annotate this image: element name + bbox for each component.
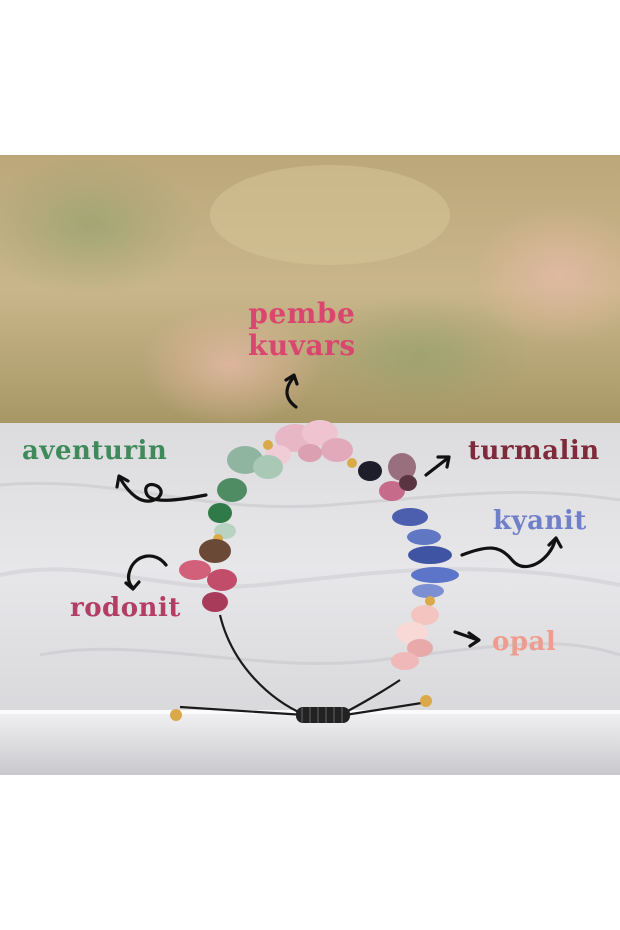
opal-stones <box>391 605 439 670</box>
turmalin-stones <box>358 453 417 501</box>
arrow-turmalin <box>424 456 450 477</box>
bracelet-stones <box>179 420 459 670</box>
bracelet-cord <box>179 602 429 717</box>
aventurin-stones <box>208 446 283 539</box>
arrow-kyanit <box>460 538 557 569</box>
gold-bead <box>170 709 182 721</box>
label-kyanit: kyanit <box>493 506 587 536</box>
bracelet-scene <box>0 155 620 775</box>
arrow-opal <box>453 630 480 642</box>
label-rodonit: rodonit <box>70 593 181 623</box>
arrow-aventurin <box>118 476 208 503</box>
smoky-stone <box>199 539 231 563</box>
label-opal: opal <box>492 627 557 657</box>
arrow-pembe <box>285 376 298 409</box>
label-pembe-kuvars: pembe kuvars <box>248 298 356 362</box>
label-aventurin: aventurin <box>22 436 168 466</box>
label-turmalin: turmalin <box>468 436 600 466</box>
gold-bead <box>420 695 432 707</box>
product-photo <box>0 155 620 775</box>
kyanit-stones <box>392 508 459 598</box>
arrow-rodonit <box>126 554 168 590</box>
cord-knot <box>296 707 350 723</box>
label-pembe-line1: pembe <box>248 297 356 330</box>
label-pembe-line2: kuvars <box>248 329 356 362</box>
rodonit-stones <box>179 560 237 612</box>
